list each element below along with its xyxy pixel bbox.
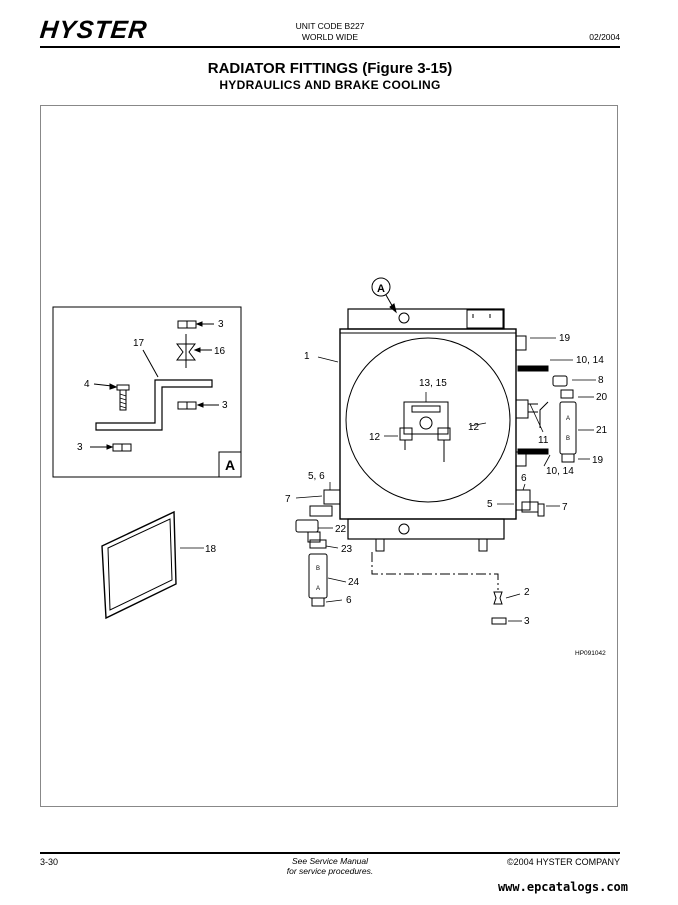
svg-text:A: A — [316, 586, 320, 592]
callout-labels: 3 16 17 4 3 3 1 19 10, 14 8 20 21 19 10,… — [77, 319, 608, 627]
callout-22: 22 — [335, 524, 347, 535]
unit-code: UNIT CODE B227 — [295, 21, 365, 31]
service-note: See Service Manual for service procedure… — [230, 856, 430, 876]
page-subtitle: HYDRAULICS AND BRAKE COOLING — [219, 78, 441, 92]
svg-text:B: B — [566, 436, 570, 442]
callout-3: 3 — [218, 319, 224, 330]
website-watermark[interactable]: www.epcatalogs.com — [497, 880, 628, 894]
callout-3: 3 — [524, 616, 530, 627]
header-rule — [40, 46, 620, 48]
detail-a-label: A — [225, 457, 235, 473]
callout-5-6: 5, 6 — [308, 471, 325, 482]
service-note-line-2: for service procedures. — [286, 866, 374, 876]
callout-16: 16 — [214, 346, 226, 357]
callout-19: 19 — [559, 333, 571, 344]
callout-7: 7 — [285, 494, 291, 505]
callout-20: 20 — [596, 392, 608, 403]
callout-7: 7 — [562, 502, 568, 513]
callout-10-14: 10, 14 — [546, 466, 574, 477]
leader-lines — [180, 337, 596, 622]
callout-3: 3 — [77, 442, 83, 453]
footer-rule — [40, 852, 620, 854]
callout-12: 12 — [468, 422, 480, 433]
callout-11: 11 — [538, 435, 549, 446]
radiator-assembly: A B B A — [295, 308, 577, 625]
issue-date: 02/2004 — [589, 32, 620, 42]
callout-24: 24 — [348, 577, 360, 588]
callout-23: 23 — [341, 544, 353, 555]
callout-5: 5 — [487, 499, 493, 510]
service-note-line-1: See Service Manual — [291, 856, 369, 866]
callout-6: 6 — [346, 595, 352, 606]
gasket — [101, 510, 177, 620]
radiator-fittings-diagram: A — [52, 277, 608, 657]
callout-1: 1 — [304, 351, 310, 362]
callout-12: 12 — [369, 432, 381, 443]
region: WORLD WIDE — [301, 32, 359, 42]
callout-10-14: 10, 14 — [576, 355, 604, 366]
callout-4: 4 — [84, 379, 90, 390]
unit-code-block: UNIT CODE B227 WORLD WIDE — [280, 21, 380, 43]
callout-17: 17 — [133, 338, 145, 349]
copyright: ©2004 HYSTER COMPANY — [507, 857, 620, 867]
callout-6: 6 — [521, 473, 527, 484]
hyster-logo: HYSTER — [38, 16, 149, 44]
page-title: RADIATOR FITTINGS (Figure 3-15) — [207, 60, 453, 77]
callout-21: 21 — [596, 425, 608, 436]
page-number: 3-30 — [40, 857, 59, 867]
view-a-marker: A — [377, 283, 385, 295]
callout-8: 8 — [598, 375, 604, 386]
svg-text:B: B — [316, 566, 320, 572]
callout-18: 18 — [205, 544, 217, 555]
figure-reference-code: HP091042 — [575, 650, 606, 657]
callout-13-15: 13, 15 — [419, 378, 447, 389]
figure-frame — [40, 105, 618, 807]
callout-2: 2 — [524, 587, 530, 598]
callout-19: 19 — [592, 455, 604, 466]
detail-a-inset: A — [52, 306, 242, 478]
callout-3: 3 — [222, 400, 228, 411]
svg-text:A: A — [566, 416, 570, 422]
